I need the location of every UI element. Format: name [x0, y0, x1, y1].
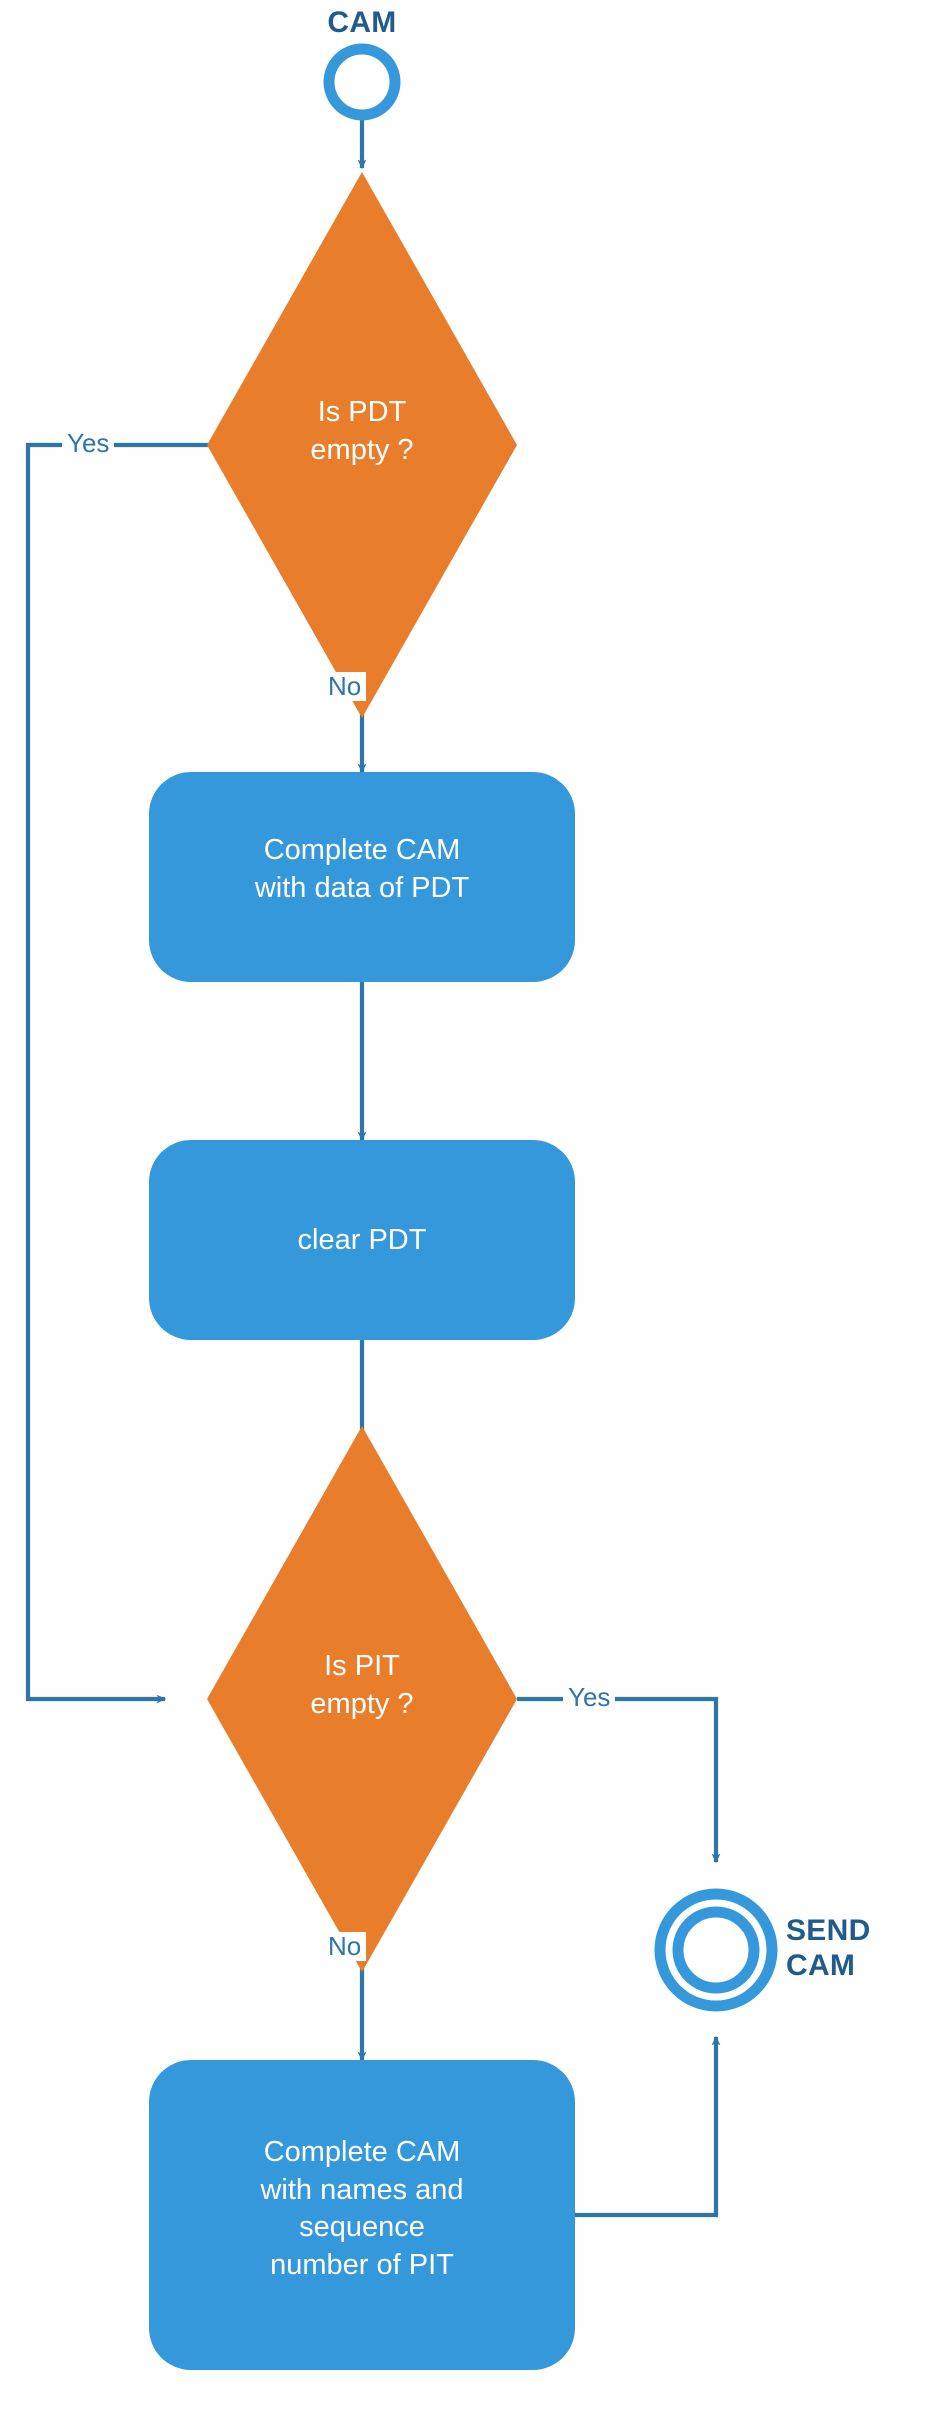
process-complete-pit-shape: [149, 2060, 575, 2370]
edge-pit-yes-to-end: [517, 1696, 721, 1864]
decision-pdt-label: Is PDT empty ?: [310, 396, 414, 466]
process-clear-pdt-label: clear PDT: [297, 1224, 427, 1256]
decision-pit-shape: [207, 1426, 517, 1972]
start-node-caption: CAM: [327, 6, 397, 39]
process-complete-pit-label: Complete CAM with names and sequence num…: [260, 2136, 464, 2282]
edge-label-pit-no: No: [323, 1932, 367, 1961]
edge-label-pit-yes: Yes: [563, 1683, 616, 1712]
start-node-circle: [323, 43, 401, 121]
edge-label-pdt-yes: Yes: [62, 429, 115, 458]
process-complete-pdt-label: Complete CAM with data of PDT: [254, 834, 470, 904]
edge-pdt-yes-to-decision-pit: [25, 442, 209, 1704]
edge-label-pdt-no: No: [323, 672, 367, 701]
decision-pdt-shape: [207, 172, 517, 718]
end-node-caption: SEND CAM: [786, 1914, 871, 1982]
edge-process-complete-pit-to-end: [574, 2035, 721, 2218]
end-node-inner-circle: [672, 1906, 760, 1994]
process-complete-pdt-shape: [149, 772, 575, 982]
process-clear-pdt-shape: [149, 1140, 575, 1340]
decision-pit-label: Is PIT empty ?: [310, 1650, 414, 1720]
